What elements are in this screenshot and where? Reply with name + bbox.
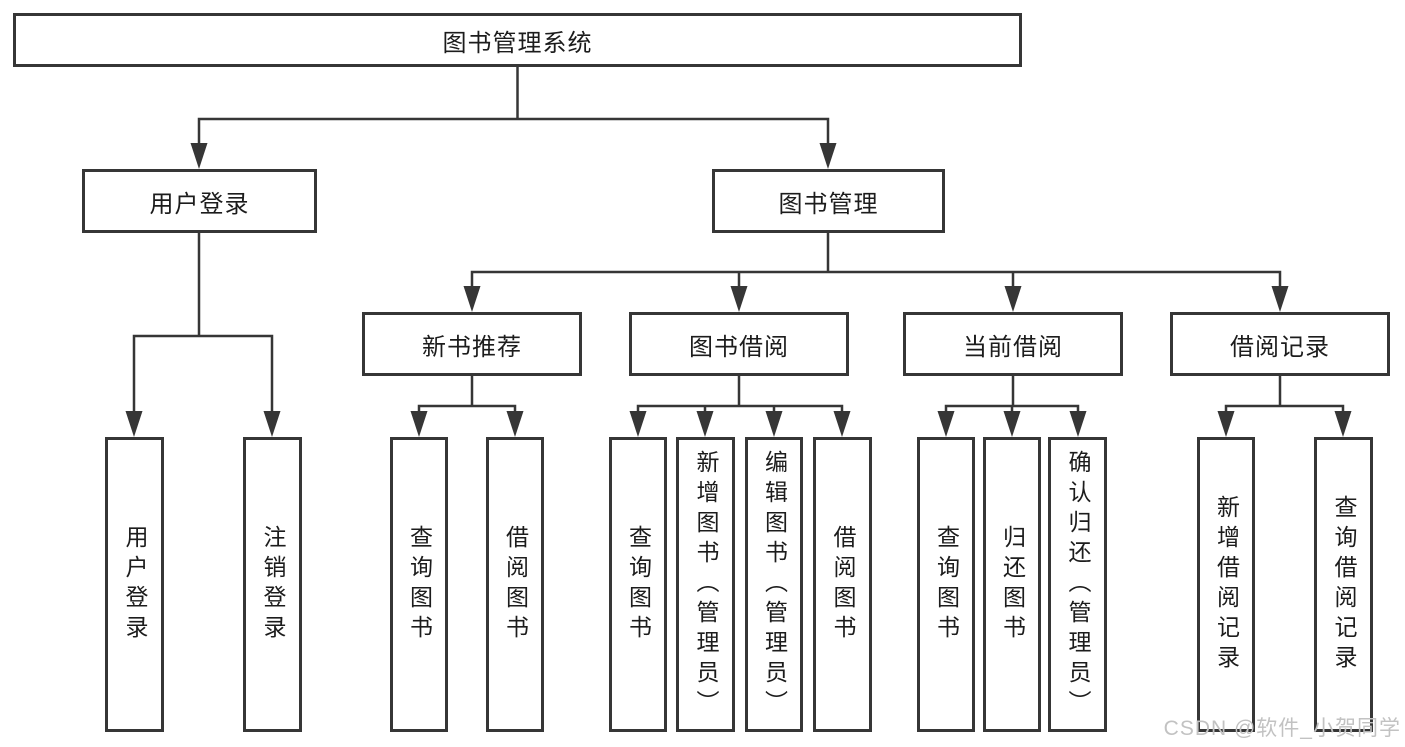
arrowhead xyxy=(1271,286,1289,312)
leaf-current-return-label: 归还图书 xyxy=(999,524,1026,645)
arrowhead xyxy=(506,411,524,437)
leaf-current-return: 归还图书 xyxy=(983,437,1041,732)
arrowhead xyxy=(1217,411,1235,437)
arrowhead xyxy=(463,286,481,312)
leaf-bookborrow-query-label: 查询图书 xyxy=(625,524,652,645)
arrowhead xyxy=(1069,411,1087,437)
leaf-record-add-label: 新增借阅记录 xyxy=(1213,494,1240,675)
leaf-current-confirm-admin: 确认归还（管理员） xyxy=(1048,437,1107,732)
leaf-logout-label: 注销登录 xyxy=(260,524,286,645)
connector-borrow-record-branch xyxy=(1224,374,1345,420)
connector-book-borrow-branch xyxy=(636,374,844,420)
arrowhead xyxy=(765,411,783,437)
leaf-bookborrow-edit-admin: 编辑图书（管理员） xyxy=(745,437,803,732)
leaf-bookborrow-query: 查询图书 xyxy=(609,437,667,732)
node-book-management-label: 图书管理 xyxy=(778,190,879,218)
connector-book-mgmt-branch xyxy=(470,231,1282,295)
node-new-book-recommend: 新书推荐 xyxy=(362,312,582,376)
node-book-management: 图书管理 xyxy=(712,169,945,233)
node-current-borrow: 当前借阅 xyxy=(903,312,1123,376)
node-new-book-recommend-label: 新书推荐 xyxy=(422,333,522,361)
node-book-borrow-label: 图书借阅 xyxy=(689,333,789,361)
connector-new-book-branch xyxy=(417,374,517,420)
leaf-current-query-label: 查询图书 xyxy=(933,524,960,645)
node-borrow-record-label: 借阅记录 xyxy=(1230,333,1330,361)
arrowhead xyxy=(1004,286,1022,312)
leaf-user-login: 用户登录 xyxy=(105,437,164,732)
csdn-watermark: CSDN @软件_小贺同学 xyxy=(1163,717,1401,740)
arrowhead xyxy=(730,286,748,312)
leaf-newbook-query-label: 查询图书 xyxy=(406,524,433,645)
leaf-record-query: 查询借阅记录 xyxy=(1314,437,1373,732)
arrowhead xyxy=(819,143,837,169)
arrowhead xyxy=(937,411,955,437)
arrowhead xyxy=(1334,411,1352,437)
node-root: 图书管理系统 xyxy=(13,13,1022,67)
node-borrow-record: 借阅记录 xyxy=(1170,312,1390,376)
arrowhead xyxy=(125,411,143,437)
arrowhead xyxy=(1003,411,1021,437)
leaf-record-add: 新增借阅记录 xyxy=(1197,437,1255,732)
arrowhead xyxy=(629,411,647,437)
arrowhead xyxy=(263,411,281,437)
node-book-borrow: 图书借阅 xyxy=(629,312,849,376)
leaf-current-query: 查询图书 xyxy=(917,437,975,732)
leaf-newbook-borrow-label: 借阅图书 xyxy=(502,524,529,645)
leaf-record-query-label: 查询借阅记录 xyxy=(1331,494,1357,675)
leaf-user-login-label: 用户登录 xyxy=(122,524,148,645)
leaf-newbook-query: 查询图书 xyxy=(390,437,448,732)
leaf-newbook-borrow: 借阅图书 xyxy=(486,437,544,732)
arrowhead xyxy=(190,143,208,169)
node-current-borrow-label: 当前借阅 xyxy=(963,333,1063,361)
arrowhead xyxy=(833,411,851,437)
connector-current-borrow-branch xyxy=(944,374,1080,420)
connector-user-login-branch xyxy=(132,231,274,420)
leaf-current-confirm-admin-label: 确认归还（管理员） xyxy=(1065,449,1091,720)
leaf-bookborrow-add-admin-label: 新增图书（管理员） xyxy=(693,449,719,720)
leaf-bookborrow-add-admin: 新增图书（管理员） xyxy=(676,437,735,732)
connector-root-branch xyxy=(197,65,830,152)
node-root-label: 图书管理系统 xyxy=(442,29,593,57)
leaf-bookborrow-borrow-label: 借阅图书 xyxy=(830,524,856,645)
leaf-bookborrow-edit-admin-label: 编辑图书（管理员） xyxy=(761,449,788,720)
node-user-login: 用户登录 xyxy=(82,169,317,233)
node-user-login-label: 用户登录 xyxy=(149,190,250,218)
arrowhead xyxy=(410,411,428,437)
arrowhead xyxy=(696,411,714,437)
leaf-logout: 注销登录 xyxy=(243,437,302,732)
leaf-bookborrow-borrow: 借阅图书 xyxy=(813,437,872,732)
